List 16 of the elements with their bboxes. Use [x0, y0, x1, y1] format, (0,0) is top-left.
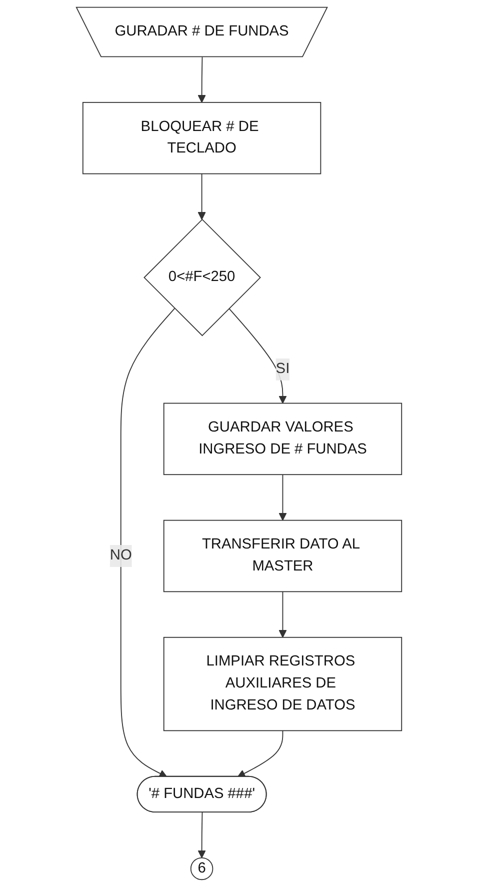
arrow	[278, 591, 287, 638]
node-box: GUARDAR VALORES INGRESO DE # FUNDAS	[163, 402, 402, 476]
arrow	[278, 474, 287, 521]
node-box: BLOQUEAR # DE TECLADO	[82, 102, 322, 174]
arrow	[198, 56, 206, 103]
arrow	[237, 730, 284, 778]
arrow	[198, 812, 206, 858]
edge-label: NO	[110, 548, 132, 564]
node-circle: 6	[190, 857, 214, 880]
arrow	[228, 308, 287, 404]
node-diamond: 0<#F<250	[144, 218, 261, 336]
arrow	[120, 308, 176, 778]
arrow	[198, 173, 206, 220]
node-box: LIMPIAR REGISTROS AUXILIARES DE INGRESO DE DATOS	[163, 636, 402, 732]
node-box: TRANSFERIR DATO AL MASTER	[163, 520, 402, 592]
edge-label: SI	[276, 361, 290, 377]
